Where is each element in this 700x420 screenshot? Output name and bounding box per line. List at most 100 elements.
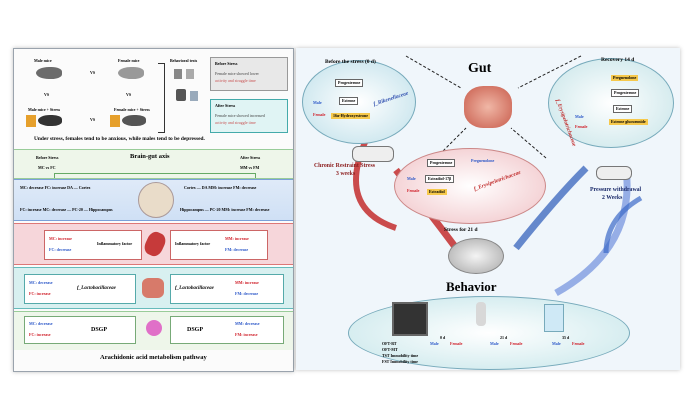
before-stress-label: Before Stress [36,155,59,160]
female-mouse-image [118,67,144,79]
stress-21d-label: Stress for 21 d [444,227,478,233]
restraint-tube-image [596,166,632,180]
fc-value: FC: increase [29,291,51,296]
inflammatory-band: MC: increase FC: decrease Inflammatory f… [14,223,293,265]
male-cell: Male [552,341,561,346]
grouping-bracket [158,63,165,133]
gut-title: Gut [468,61,492,76]
female-mice-label: Female mice [118,58,140,63]
after-stress-title: After Stress [215,103,236,108]
before-stress-note-2: activity and struggle time [215,78,256,83]
inflammatory-label-left: Inflammatory factor [97,241,133,246]
stress-conclusion: Under stress, females tend to be anxious… [34,136,205,142]
row-label: TST Immobility time [382,353,419,358]
male-label: Male [313,100,322,105]
mechanism-panel: Before the stress (0 d) Progesterone Est… [296,48,680,370]
hippocampus-right-line: Hippocampus — PC-20 MM: increase FM: dec… [180,207,270,212]
progesterone-label: Progesterone [335,79,364,87]
progesterone-label: Progesterone [427,159,456,167]
stress-21d-oval: Progesterone Pregnenolone Estradiol-17β … [394,148,546,224]
mm-value: MM: decrease [235,321,260,326]
col-header: 21 d [500,335,508,340]
rikenellaceae-label: f_Rikenellaceae [372,90,410,108]
brain-image [448,238,504,274]
brain-gut-axis-title: Brain-gut axis [130,153,170,160]
vs-label-top: VS [90,70,96,75]
after-stress-note-1: Female mice showed increased [215,113,265,118]
swim-test-image [544,304,564,332]
row-label: OFT-MT [382,347,398,352]
intestine-image [142,278,164,298]
male-mice-label: Male mice [34,58,52,63]
restrainer-icon [26,115,36,127]
fm-value: FM: decrease [235,291,259,296]
restrainer-icon [110,115,120,127]
vs-label-left: VS [44,92,50,97]
hormone-label: Estradiol [427,189,447,195]
pregnenolone-label: Pregnenolone [471,158,495,163]
estrone-label: Estrone [613,105,633,113]
female-cell: Female [450,341,463,346]
male-mouse-image [36,67,62,79]
mouse-brain-image [138,182,174,218]
before-compare-label: MC vs FC [38,165,56,170]
male-label: Male [575,114,584,119]
dsgp-band: MC: decrease FC: increase DSGP DSGP MM: … [14,311,293,350]
fc-value: FC: increase [29,332,51,337]
lactobacillaceae-band: MC: decrease FC: increase f_Lactobacilla… [14,267,293,309]
estradiol-label: Estradiol-17β [425,175,455,183]
before-stress-note-1: Female mice showed lower [215,71,259,76]
after-compare-label: MM vs FM [240,165,260,170]
after-stress-note-2: activity and struggle time [215,120,256,125]
estrone-label: Estrone [339,97,359,105]
female-cell: Female [510,341,523,346]
chronic-stress-label: Chronic Restraint Stress [314,163,375,169]
female-label: Female [313,112,326,117]
test-apparatus-icon [190,91,198,101]
row-label: FST Immobility time [382,359,418,364]
dsgp-right-box: DSGP MM: decrease FM: increase [170,316,284,344]
three-weeks-label: 3 weeks [336,171,356,177]
pathway-diamond [146,320,162,336]
female-label: Female [575,124,588,129]
cortex-hippocampus-band: MC: decrease FC: increase DA — Cortex Co… [14,179,293,221]
fm-value: FM: increase [235,332,258,337]
maze-grid-image [392,302,428,336]
inflammatory-label-right: Inflammatory factor [175,241,211,246]
progesterone-label: Progesterone [611,89,640,97]
mc-value: MC: increase [49,236,72,241]
fc-value: FC: decrease [49,247,72,252]
female-stress-mouse-image [122,115,146,126]
after-stress-box: After Stress Female mice showed increase… [210,99,288,133]
test-apparatus-icon [186,69,194,79]
behavior-table: OFT-RT OFT-MT TST Immobility time FST Im… [382,335,612,366]
hormone-label: 16α-Hydroxyestrone [331,113,370,119]
female-label: Female [407,188,420,193]
before-stress-box: Before Stress Female mice showed lower a… [210,57,288,91]
summary-panel: Male mice VS Female mice VS VS Male mice… [13,48,294,372]
lacto-label-left: f_Lactobacillaceae [77,286,116,291]
test-apparatus-icon [174,69,182,79]
behavior-title: Behavior [446,279,497,294]
inflammatory-left-box: MC: increase FC: decrease Inflammatory f… [44,230,142,260]
bracket-line [54,173,256,178]
pregnenolone-label: Pregnenolone [611,75,639,81]
lacto-right-box: f_Lactobacillaceae MM: increase FM: decr… [170,274,284,304]
hormone-label: Estrone glucuronide [609,119,648,125]
mm-value: MM: increase [225,236,249,241]
inflammatory-right-box: Inflammatory factor MM: increase FM: dec… [170,230,268,260]
mc-value: MC: decrease [29,321,53,326]
female-cell: Female [572,341,585,346]
female-stress-label: Female mice + Stress [114,107,150,112]
col-header: 0 d [440,335,446,340]
male-label: Male [407,176,416,181]
erysipelotrichaceae-label: f_Erysipelotrichaceae [473,169,522,193]
dsgp-label-right: DSGP [187,327,204,333]
brain-gut-band: Brain-gut axis Before Stress MC vs FC Af… [14,149,293,179]
vs-label-bottom: VS [90,117,96,122]
cortex-left-line: MC: decrease FC: increase DA — Cortex [20,185,91,190]
recovery-oval: Recovery 14 d Pregnenolone Progesterone … [548,57,674,148]
male-cell: Male [490,341,499,346]
dsgp-label-left: DSGP [91,327,108,333]
mm-value: MM: increase [235,280,259,285]
